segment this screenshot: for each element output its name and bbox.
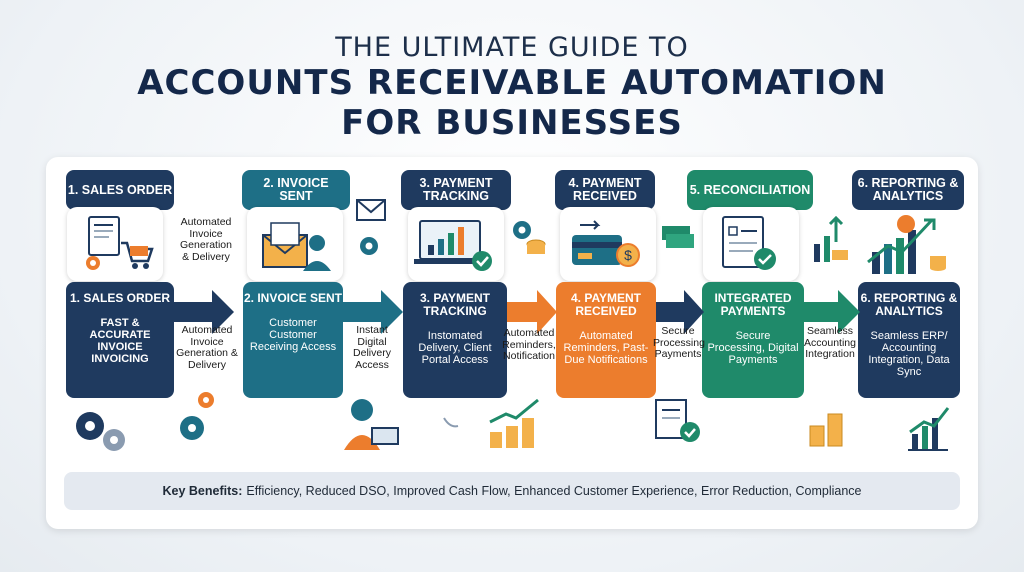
- key-benefits-label: Key Benefits:: [162, 484, 243, 498]
- step-2-header: 2. INVOICE SENT: [242, 170, 350, 210]
- connector-label-1: Automated Invoice Generation & Delivery: [176, 324, 238, 371]
- flow-arrow-5: [804, 290, 860, 334]
- title-main: ACCOUNTS RECEIVABLE AUTOMATION FOR BUSIN…: [0, 63, 1024, 143]
- top-label-1: Automated Invoice Generation & Delivery: [180, 216, 232, 263]
- step-3-icon-card: [408, 207, 504, 281]
- step-2-icon-card: [247, 207, 343, 281]
- step-1-header: 1. SALES ORDER: [66, 170, 174, 210]
- flow-arrow-4: [656, 290, 704, 334]
- step-6-stage: 6. REPORTING & ANALYTICS Seamless ERP/ A…: [858, 282, 960, 398]
- bar-chart-icon: [908, 407, 950, 451]
- step-3-stage-title: 3. PAYMENT TRACKING: [419, 291, 491, 318]
- step-1-stage-body: FAST & ACCURATE INVOICE INVOICING: [89, 317, 151, 365]
- coins-gear-icon: [513, 221, 546, 254]
- step-3-header: 3. PAYMENT TRACKING: [401, 170, 511, 210]
- step-2-stage-body: Customer Customer Receiving Access: [249, 317, 337, 353]
- connector-label-3: Automated Reminders, Notification: [502, 327, 556, 362]
- step-2-stage-title: 2. INVOICE SENT: [243, 291, 343, 305]
- step-4-stage-title: 4. PAYMENT RECEIVED: [570, 291, 642, 318]
- card-coin-icon: $: [572, 220, 640, 267]
- connector-label-5: Seamless Accounting Integration: [804, 325, 856, 360]
- key-benefits-bar: Key Benefits: Efficiency, Reduced DSO, I…: [64, 472, 960, 510]
- process-panel: [46, 157, 978, 529]
- step-1-stage: 1. SALES ORDER FAST & ACCURATE INVOICE I…: [66, 282, 174, 398]
- connector-label-2: Instant Digital Delivery Access: [353, 324, 391, 371]
- envelope-person-icon: [262, 222, 331, 271]
- step-3-stage-body: Instomated Delivery, Client Portal Acces…: [418, 330, 492, 366]
- gears-icon: [76, 412, 125, 451]
- step-6-stage-body: Seamless ERP/ Accounting Integration, Da…: [868, 330, 950, 378]
- document-check-icon: [722, 216, 776, 270]
- flow-arrow-2: [343, 290, 403, 334]
- checklist-icon: [655, 399, 700, 442]
- step-5-icon-card: [703, 207, 799, 281]
- step-2-stage: 2. INVOICE SENT Customer Customer Receiv…: [243, 282, 343, 398]
- growth-chart-icon: [867, 215, 946, 274]
- step-5-stage-body: Secure Processing, Digital Payments: [707, 330, 799, 366]
- coin-stacks-icon: [443, 398, 539, 448]
- bar-coin-icon: [814, 215, 848, 262]
- step-4-stage: 4. PAYMENT RECEIVED Automated Reminders,…: [556, 282, 656, 398]
- step-6-stage-title: 6. REPORTING & ANALYTICS: [860, 291, 958, 318]
- step-5-stage-title: INTEGRATED PAYMENTS: [714, 291, 792, 318]
- connector-label-4: Secure Processing Payments: [653, 325, 705, 360]
- step-4-icon-card: $: [560, 207, 656, 281]
- key-benefits-text: Efficiency, Reduced DSO, Improved Cash F…: [246, 484, 862, 498]
- order-form-cart-icon: [86, 216, 154, 270]
- svg-text:$: $: [624, 247, 632, 263]
- step-5-stage: INTEGRATED PAYMENTS Secure Processing, D…: [702, 282, 804, 398]
- envelope-gear-icon: [356, 199, 386, 255]
- gears-small-icon: [180, 392, 214, 440]
- title-line-2: ACCOUNTS RECEIVABLE AUTOMATION: [137, 63, 887, 103]
- step-4-stage-body: Automated Reminders, Past-Due Notificati…: [563, 330, 649, 366]
- step-4-header: 4. PAYMENT RECEIVED: [555, 170, 655, 210]
- step-1-stage-title: 1. SALES ORDER: [69, 291, 171, 305]
- title-line-3: FOR BUSINESSES: [341, 103, 683, 143]
- step-3-stage: 3. PAYMENT TRACKING Instomated Delivery,…: [403, 282, 507, 398]
- flow-arrow-1: [174, 290, 234, 334]
- person-laptop-icon: [344, 399, 399, 450]
- coin-pile-icon: [809, 413, 843, 447]
- step-6-header: 6. REPORTING & ANALYTICS: [852, 170, 964, 210]
- step-5-header: 5. RECONCILIATION: [687, 170, 813, 210]
- flow-arrow-3: [507, 290, 557, 334]
- laptop-chart-icon: [414, 220, 492, 271]
- cash-icon: [662, 226, 694, 248]
- step-1-icon-card: [67, 207, 163, 281]
- title-line-1: THE ULTIMATE GUIDE TO: [335, 32, 689, 63]
